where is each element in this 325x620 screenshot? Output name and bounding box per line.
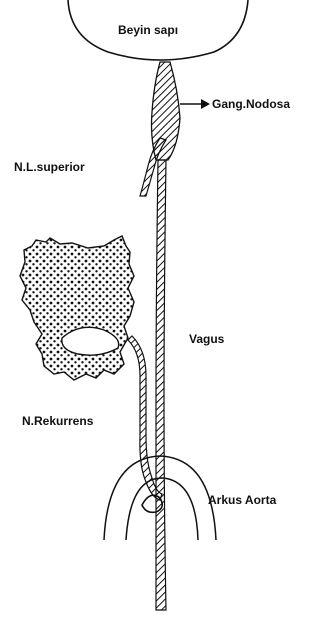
label-superior-laryngeal: N.L.superior xyxy=(14,160,85,174)
label-vagus: Vagus xyxy=(189,332,224,346)
label-aortic-arch: Arkus Aorta xyxy=(208,493,276,507)
vagus-trunk xyxy=(156,160,166,610)
ganglion-nodosum xyxy=(152,62,181,160)
label-ganglion-nodosa: Gang.Nodosa xyxy=(212,97,290,111)
thyroid-larynx-shape xyxy=(20,236,134,380)
label-brainstem: Beyin sapı xyxy=(118,23,178,37)
ganglion-pointer-arrowhead xyxy=(201,99,210,109)
label-recurrent-laryngeal: N.Rekurrens xyxy=(22,414,93,428)
